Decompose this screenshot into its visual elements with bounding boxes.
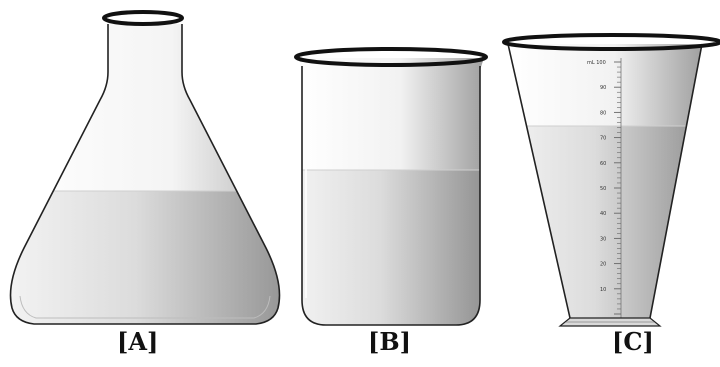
beaker-outline <box>301 66 481 326</box>
graduation-scale: mL 100 90 80 70 60 50 40 30 20 10 <box>587 58 622 318</box>
scale-tick-label: 30 <box>600 236 606 242</box>
label-a: [A] <box>117 327 159 356</box>
scale-tick-label: 90 <box>600 85 606 91</box>
cylinder-liquid <box>508 126 702 318</box>
scale-tick-label: 40 <box>600 211 606 217</box>
beaker-rim <box>294 47 488 67</box>
scale-tick-label: 70 <box>600 136 606 142</box>
scale-tick-label: 50 <box>600 186 606 192</box>
scale-tick-label: 20 <box>600 262 606 268</box>
flask-rim <box>102 10 184 26</box>
label-b: [B] <box>368 327 411 356</box>
flask-outline <box>9 24 281 325</box>
graduated-cylinder-c: mL 100 90 80 70 60 50 40 30 20 10 <box>502 33 720 327</box>
scale-tick-label: 60 <box>600 161 606 167</box>
cylinder-outline <box>507 43 703 319</box>
scale-tick-label: 10 <box>600 287 606 293</box>
scale-tick-label: 80 <box>600 110 606 116</box>
beaker-b <box>294 47 488 326</box>
beaker-liquid <box>298 170 484 325</box>
scale-unit-label: mL 100 <box>587 60 606 66</box>
flask-liquid <box>10 191 280 324</box>
label-c: [C] <box>612 327 654 356</box>
cylinder-rim <box>502 33 720 51</box>
erlenmeyer-flask-a <box>9 10 281 325</box>
